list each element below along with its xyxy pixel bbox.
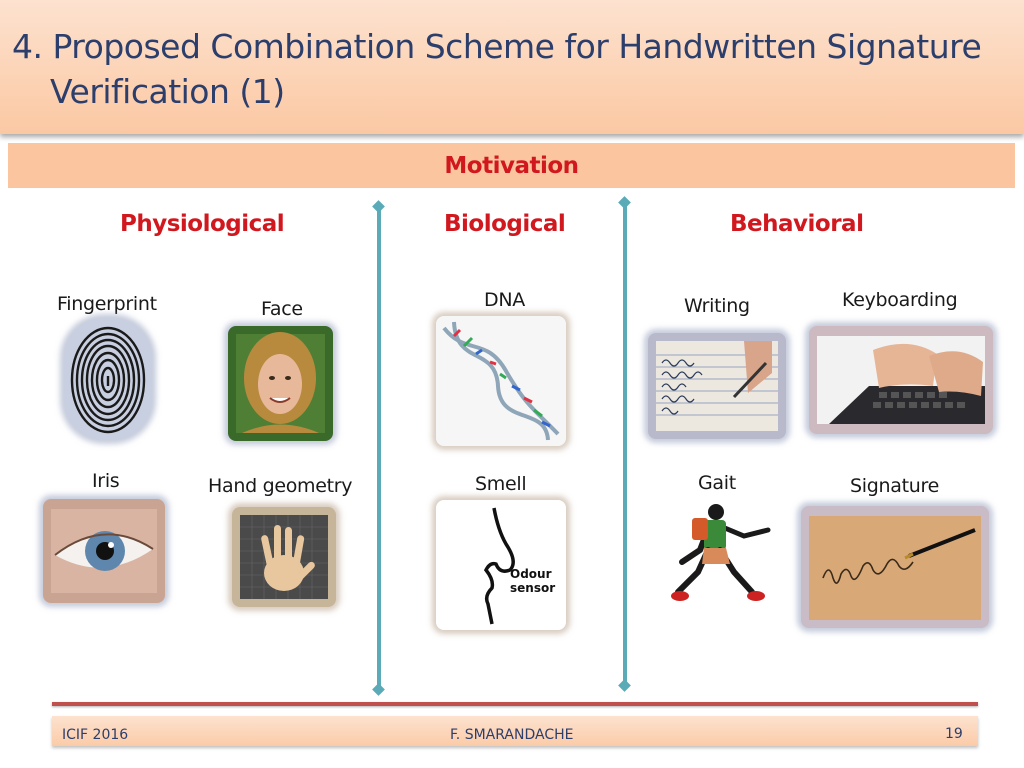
category-behavioral: Behavioral <box>730 211 864 237</box>
odour-label-line2: sensor <box>510 581 555 595</box>
footer-conference: ICIF 2016 <box>62 727 129 743</box>
label-dna: DNA <box>484 289 525 311</box>
footer-divider <box>52 702 978 706</box>
label-iris: Iris <box>92 470 120 492</box>
fingerprint-image <box>64 318 152 440</box>
motivation-heading: Motivation <box>444 153 579 179</box>
label-fingerprint: Fingerprint <box>57 293 157 315</box>
keyboarding-image <box>809 326 993 434</box>
hand-geometry-image <box>232 507 336 607</box>
label-writing: Writing <box>684 295 750 317</box>
label-gait: Gait <box>698 472 736 494</box>
gait-image <box>664 500 774 608</box>
face-image <box>228 326 333 441</box>
footer-bar <box>52 716 978 746</box>
iris-image <box>43 499 165 603</box>
slide-title-line1: 4. Proposed Combination Scheme for Handw… <box>12 27 982 66</box>
dna-image <box>436 316 566 446</box>
divider-left <box>377 206 381 690</box>
page-number: 19 <box>945 726 963 742</box>
category-physiological: Physiological <box>120 211 285 237</box>
label-signature: Signature <box>850 475 939 497</box>
odour-label-line1: Odour <box>510 567 552 581</box>
footer-author: F. SMARANDACHE <box>450 727 574 743</box>
category-biological: Biological <box>444 211 566 237</box>
label-smell: Smell <box>475 473 527 495</box>
slide-title: 4. Proposed Combination Scheme for Handw… <box>12 24 1012 114</box>
label-keyboarding: Keyboarding <box>842 289 958 311</box>
title-bar: 4. Proposed Combination Scheme for Handw… <box>0 0 1024 134</box>
smell-image: Odour sensor <box>436 500 566 630</box>
signature-image <box>801 506 989 628</box>
writing-image <box>648 333 786 439</box>
slide-title-line2: Verification (1) <box>50 72 285 111</box>
label-face: Face <box>261 298 303 320</box>
label-hand-geometry: Hand geometry <box>208 475 353 497</box>
divider-right <box>623 202 627 686</box>
motivation-bar: Motivation <box>8 143 1015 188</box>
